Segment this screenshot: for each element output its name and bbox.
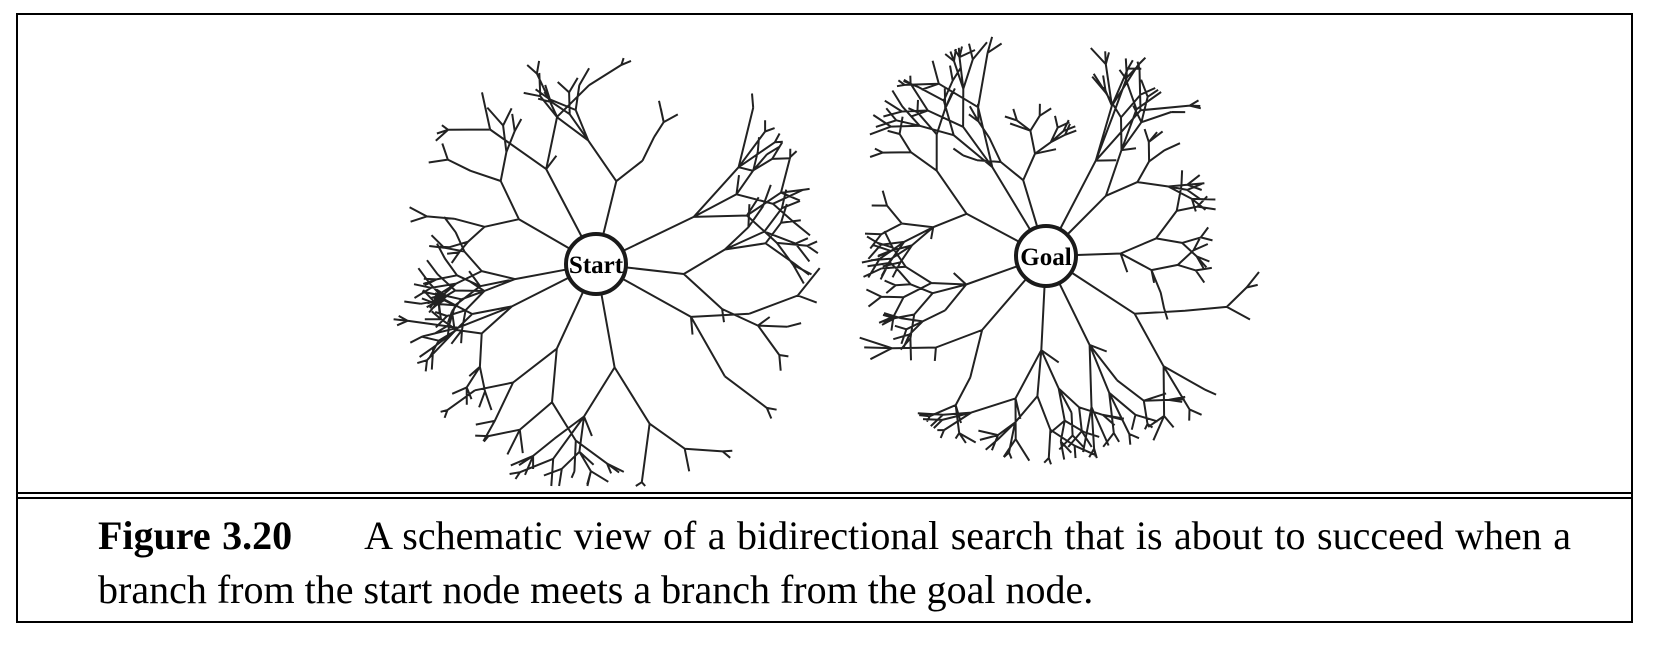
start-node-label: Start: [569, 252, 624, 279]
figure-caption-text: A schematic view of a bidirectional sear…: [98, 513, 1572, 612]
start-tree-branches: [393, 57, 821, 487]
figure-area: Start Goal: [18, 15, 1631, 492]
caption-separator: [18, 492, 1631, 499]
goal-node-label: Goal: [1020, 244, 1071, 271]
goal-tree-branches: [859, 36, 1260, 465]
start-node: [564, 232, 628, 296]
goal-node: [1014, 224, 1078, 288]
bidirectional-search-diagram: Start Goal: [393, 36, 1260, 487]
figure-caption-label: Figure 3.20: [98, 513, 293, 558]
